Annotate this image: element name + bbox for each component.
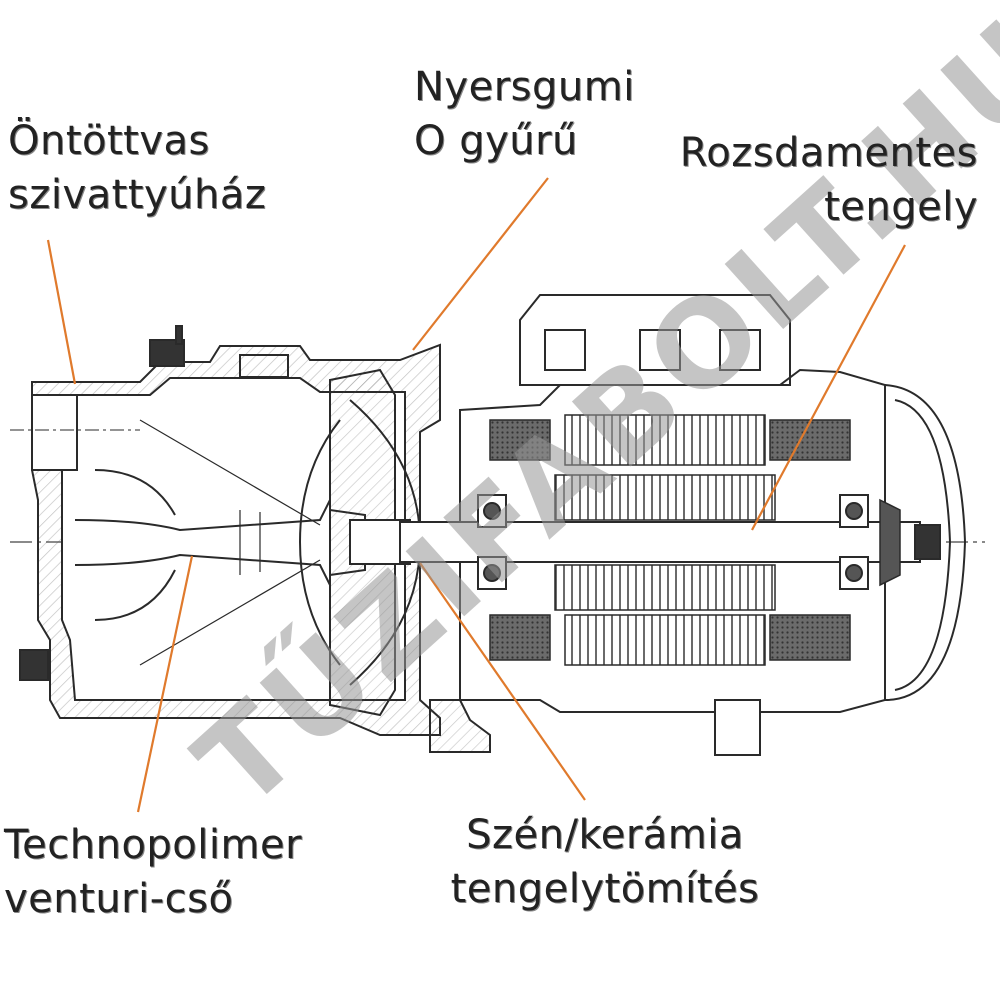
leader-seal (419, 562, 586, 801)
cooling-fan (879, 498, 901, 587)
leader-housing (46, 239, 77, 385)
leader-lines (46, 177, 906, 813)
leader-venturi (136, 555, 194, 813)
leader-shaft (751, 244, 906, 531)
label-venturi-line1: Technopolimer (4, 822, 303, 868)
shaft (399, 521, 941, 563)
label-cast-iron-housing: Öntöttvas szivattyúház (8, 114, 266, 222)
label-carbon-ceramic-seal: Szén/kerámia tengelytömítés (440, 808, 770, 916)
leader-oring (412, 177, 549, 351)
label-shaft-line2: tengely (824, 184, 978, 230)
bearings (477, 494, 869, 590)
label-housing-line2: szivattyúház (8, 172, 267, 218)
motor-casing (429, 294, 967, 756)
label-technopolymer-venturi: Technopolimer venturi-cső (4, 818, 302, 926)
stator-windings (489, 414, 851, 666)
label-stainless-shaft: Rozsdamentes tengely (680, 126, 978, 234)
label-seal-line2: tengelytömítés (450, 866, 760, 912)
label-seal-line1: Szén/kerámia (466, 812, 744, 858)
label-shaft-line1: Rozsdamentes (679, 130, 978, 176)
label-rubber-o-ring: Nyersgumi O gyűrű (414, 60, 635, 168)
label-oring-line2: O gyűrű (414, 118, 578, 164)
label-venturi-line2: venturi-cső (4, 876, 234, 922)
label-oring-line1: Nyersgumi (414, 64, 635, 110)
rotor (554, 474, 776, 611)
label-housing-line1: Öntöttvas (8, 118, 210, 164)
